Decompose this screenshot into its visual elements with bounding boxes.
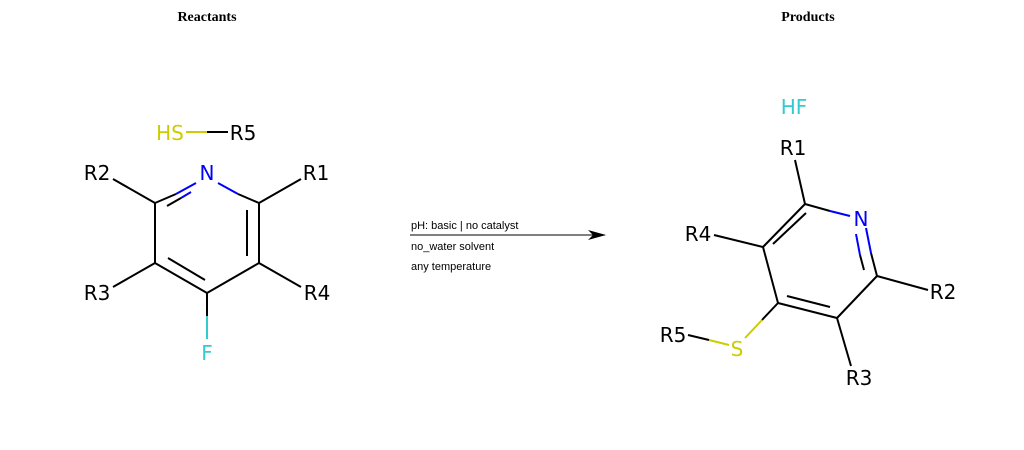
r4-bond [258, 262, 302, 288]
r5-label: R5 [660, 323, 687, 347]
ring-bond [777, 302, 838, 319]
r5-s-bond-half [708, 339, 730, 346]
thiol-hs-label: HS [156, 121, 184, 145]
r1-label: R1 [780, 136, 807, 160]
sulfur-label: S [731, 337, 744, 361]
condition-temperature: any temperature [411, 261, 491, 273]
condition-solvent: no_water solvent [411, 241, 494, 253]
r2-bond [112, 178, 156, 204]
ring-bond [870, 252, 878, 277]
ring-bond-inner [859, 254, 865, 271]
ring-bond [804, 203, 831, 212]
ring-bond [206, 262, 260, 294]
r1-bond [258, 178, 302, 204]
r1-label: R1 [303, 161, 330, 185]
r2-label: R2 [84, 161, 111, 185]
ring-bond-inner [855, 233, 861, 256]
hf-label: HF [781, 95, 808, 119]
condition-ph-catalyst: pH: basic | no catalyst [411, 220, 518, 232]
ring-bond-inner [786, 295, 831, 308]
ring-bond [237, 193, 260, 204]
r2-bond [876, 275, 929, 291]
s-bond-half [761, 302, 779, 321]
r2-label: R2 [930, 280, 957, 304]
reactant-pyridine: N R1 R2 R3 R4 F [84, 161, 331, 365]
reaction-arrow: pH: basic | no catalyst no_water solvent… [410, 220, 606, 273]
fluorine-label: F [201, 341, 213, 365]
r4-bond [713, 234, 764, 248]
ring-bond-inner [180, 191, 192, 199]
ring-bond [762, 246, 779, 304]
r4-label: R4 [685, 222, 712, 246]
r4-label: R4 [304, 281, 331, 305]
r3-label: R3 [846, 366, 873, 390]
ring-bond [836, 275, 878, 319]
thiol-r5-label: R5 [230, 121, 257, 145]
product-pyridine: N R1 R2 R3 R4 S R5 [660, 136, 957, 390]
r1-bond [794, 159, 806, 205]
products-heading: Products [781, 10, 835, 25]
reactants-heading: Reactants [177, 10, 237, 25]
r3-bond [112, 262, 156, 288]
ring-nitrogen-label: N [854, 207, 869, 231]
r3-label: R3 [84, 281, 111, 305]
ring-bond [154, 193, 177, 204]
ring-bond [762, 203, 806, 248]
ring-bond-inner [166, 197, 182, 207]
ring-bond [865, 227, 872, 254]
ring-bond [154, 262, 208, 294]
ring-bond [175, 182, 197, 195]
thiol-molecule: HS R5 [156, 121, 256, 145]
r5-s-bond-half [687, 334, 710, 341]
ring-bond [829, 210, 851, 217]
ring-nitrogen-label: N [200, 161, 215, 185]
ring-bond [217, 182, 239, 195]
ring-bond-inner [167, 257, 206, 281]
ring-bond-inner [772, 212, 807, 245]
s-bond-half [744, 319, 763, 339]
r3-bond [836, 317, 852, 367]
